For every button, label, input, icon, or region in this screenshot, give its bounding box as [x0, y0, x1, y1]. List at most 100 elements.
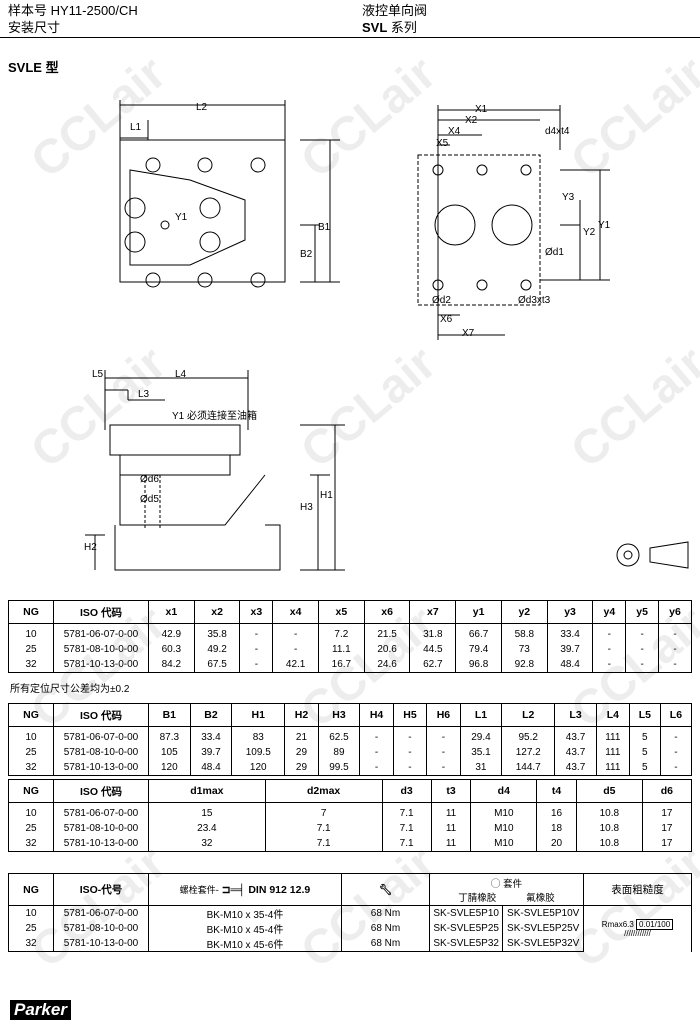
roughness-value: Rmax6.3 — [601, 919, 634, 929]
column-header: d6 — [641, 779, 693, 803]
column-header: x4 — [272, 600, 320, 624]
column-header: x2 — [193, 600, 241, 624]
table-cell: 7.1 — [381, 836, 432, 852]
table-cell: 44.5 — [409, 642, 457, 657]
column-header: H2 — [284, 703, 319, 727]
table-cell: 31.8 — [409, 623, 457, 642]
table-cell: 66.7 — [455, 623, 502, 642]
label-L3: L3 — [138, 389, 150, 400]
label-d2: Ød2 — [432, 295, 451, 306]
col-roughness: 表面粗糙度 — [583, 873, 692, 906]
column-header: d4 — [470, 779, 538, 803]
table-cell: BK-M10 x 45-4件 — [148, 921, 342, 936]
column-header: y5 — [625, 600, 660, 624]
table-cell: SK-SVLE5P25 — [428, 921, 504, 936]
table-cell: 7.1 — [381, 821, 432, 836]
table-cell: 32 — [148, 836, 266, 852]
label-X7: X7 — [462, 328, 475, 339]
table-cell: - — [426, 726, 461, 745]
table-cell: - — [392, 745, 428, 760]
table-cell: 11 — [430, 802, 472, 821]
column-header: y2 — [500, 600, 548, 624]
label-H2: H2 — [84, 542, 97, 553]
table-cell: SK-SVLE5P10 — [428, 905, 504, 921]
column-header: d5 — [575, 779, 643, 803]
column-header: L4 — [595, 703, 630, 727]
column-header: H6 — [426, 703, 461, 727]
table-cell: 62.5 — [317, 726, 361, 745]
table-cell: - — [625, 623, 660, 642]
table-cell: 95.2 — [501, 726, 556, 745]
column-header: B1 — [148, 703, 191, 727]
table-cell: 87.3 — [148, 726, 191, 745]
table-cell: 109.5 — [231, 745, 286, 760]
column-header: y1 — [455, 600, 502, 624]
table-cell: - — [659, 760, 693, 776]
table-cell: 10 — [8, 623, 54, 642]
tolerance-note: 所有定位尺寸公差均为±0.2 — [10, 684, 130, 695]
col-iso: ISO-代号 — [53, 873, 149, 906]
column-header: L6 — [659, 703, 693, 727]
table-cell: 42.1 — [272, 657, 320, 673]
table-cell: - — [392, 726, 428, 745]
label-X5: X5 — [436, 138, 449, 149]
table-cell: 111 — [595, 745, 630, 760]
bolt-kit-label: 螺栓套件- — [179, 885, 219, 895]
table-cell: 89 — [317, 745, 361, 760]
table-cell: 10.8 — [575, 802, 643, 821]
label-d3t3: Ød3xt3 — [518, 295, 551, 306]
table-cell: 32 — [8, 760, 54, 776]
column-header: d3 — [381, 779, 432, 803]
table-cell: 42.9 — [148, 623, 195, 642]
column-header: y4 — [592, 600, 627, 624]
label-Y1-right: Y1 — [598, 220, 611, 231]
column-header: x3 — [239, 600, 274, 624]
series-prefix: SVL — [362, 20, 388, 35]
table-cell: 39.7 — [546, 642, 594, 657]
table-cell: 10 — [8, 802, 54, 821]
label-d6: Ød6 — [140, 474, 159, 485]
label-L2: L2 — [196, 102, 208, 113]
din-label: DIN 912 12.9 — [248, 884, 311, 896]
label-Y2: Y2 — [583, 227, 596, 238]
table-cell: SK-SVLE5P32 — [428, 936, 504, 952]
column-header: d2max — [264, 779, 383, 803]
table-cell: 5781-08-10-0-00 — [53, 821, 149, 836]
table-cell: 83 — [231, 726, 286, 745]
column-header: ISO 代码 — [53, 779, 149, 803]
table-cell: 7.1 — [264, 821, 383, 836]
table-cell: 120 — [148, 760, 191, 776]
table-cell: 7.1 — [264, 836, 383, 852]
table-cell: 120 — [231, 760, 286, 776]
table-cell: 39.7 — [189, 745, 233, 760]
table-cell: 35.8 — [193, 623, 241, 642]
column-header: NG — [8, 779, 54, 803]
label-d4t4: d4xt4 — [545, 126, 570, 137]
dimension-drawing: L2 L1 Y1 B1 B2 X1 X2 X4 X5 d4xt4 Y3 Y2 Y… — [84, 100, 689, 571]
table-cell: 15 — [148, 802, 266, 821]
table-cell: 16 — [536, 802, 577, 821]
seal-kit-label: 套件 — [503, 878, 523, 890]
table-cell: 68 Nm — [341, 905, 430, 921]
table-cell: - — [272, 642, 320, 657]
table-cell: - — [426, 760, 461, 776]
table-cell: 31 — [459, 760, 503, 776]
column-header: NG — [8, 703, 54, 727]
table-cell: SK-SVLE5P25V — [502, 921, 584, 936]
table-cell: 29 — [284, 745, 319, 760]
label-Y1: Y1 — [175, 212, 188, 223]
column-header: x1 — [148, 600, 195, 624]
table-accessories: NG ISO-代号 螺栓套件- ⊐═╡ DIN 912 12.9 🔧︎ ◯ 套件… — [8, 873, 692, 952]
product-title: 液控单向阀 — [362, 3, 428, 18]
table-cell: - — [659, 726, 693, 745]
table-cell: 5781-10-13-0-00 — [53, 760, 149, 776]
projection-symbol-icon — [616, 541, 689, 569]
